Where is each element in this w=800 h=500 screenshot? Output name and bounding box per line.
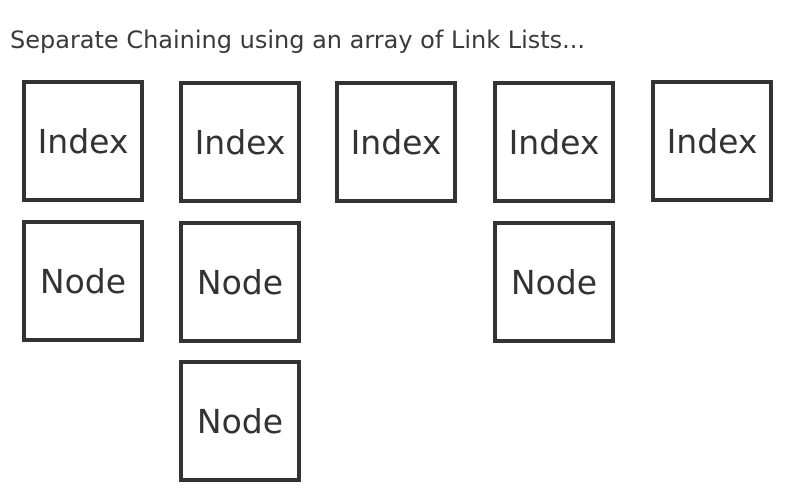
index-box-2: Index (179, 81, 301, 203)
index-box-4: Index (493, 81, 615, 203)
node-box-bucket-2-2: Node (179, 360, 301, 482)
node-box-bucket-1-1: Node (22, 220, 144, 342)
node-box-bucket-4-1: Node (493, 221, 615, 343)
diagram-caption: Separate Chaining using an array of Link… (10, 26, 586, 54)
index-box-5: Index (651, 80, 773, 202)
index-box-3: Index (335, 81, 457, 203)
index-box-1: Index (22, 80, 144, 202)
node-box-bucket-2-1: Node (179, 221, 301, 343)
